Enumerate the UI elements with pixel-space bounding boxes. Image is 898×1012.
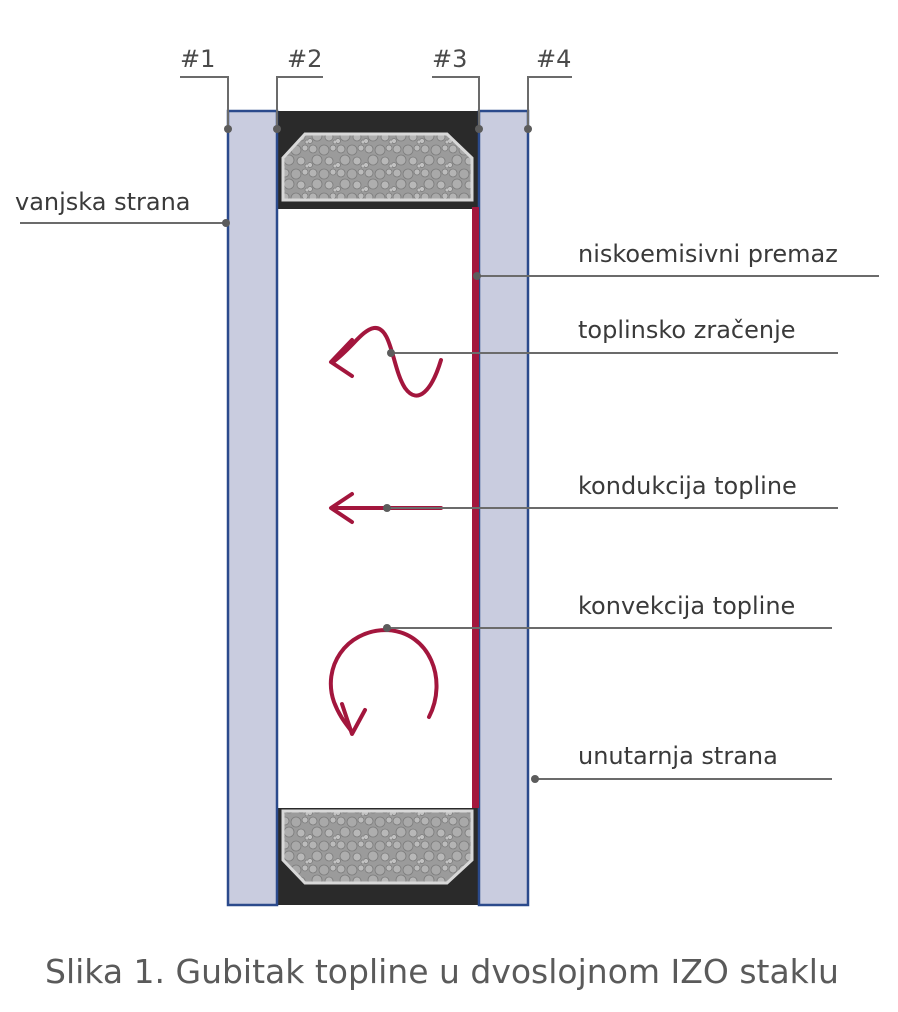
wave-radiation-arrow-icon — [331, 326, 443, 398]
label-outer-side: vanjska strana — [15, 188, 191, 216]
label-heat-convection: konvekcija topline — [578, 592, 795, 620]
callout-heat-conduction: kondukcija topline — [329, 472, 838, 524]
surface-marker-2: #2 — [273, 45, 323, 133]
figure-caption: Slika 1. Gubitak topline u dvoslojnom IZ… — [45, 952, 839, 991]
callout-heat-convection: konvekcija topline — [328, 592, 832, 736]
surface-label-3: #3 — [432, 45, 467, 73]
callout-inner-side: unutarnja strana — [531, 742, 832, 783]
surface-marker-4: #4 — [524, 45, 572, 133]
callout-outer-side: vanjska strana — [15, 188, 230, 227]
label-heat-conduction: kondukcija topline — [578, 472, 797, 500]
wave-arrow-head — [329, 338, 354, 378]
glass-pane-outer — [226, 109, 279, 907]
circular-convection-arrow-icon — [328, 627, 439, 734]
callout-thermal-radiation: toplinsko zračenje — [329, 316, 838, 398]
desiccant-spacer-bottom — [281, 809, 474, 885]
label-low-e-coating: niskoemisivni premaz — [578, 240, 838, 268]
surface-label-2: #2 — [287, 45, 322, 73]
convection-arrow-head — [340, 702, 367, 736]
label-thermal-radiation: toplinsko zračenje — [578, 316, 796, 344]
surface-label-1: #1 — [180, 45, 215, 73]
label-inner-side: unutarnja strana — [578, 742, 778, 770]
conduction-arrow-head — [329, 492, 354, 524]
surface-marker-1: #1 — [180, 45, 232, 133]
surface-label-4: #4 — [536, 45, 571, 73]
desiccant-spacer-top — [281, 132, 474, 202]
surface-marker-3: #3 — [432, 45, 483, 133]
callout-low-e-coating: niskoemisivni premaz — [473, 240, 879, 280]
